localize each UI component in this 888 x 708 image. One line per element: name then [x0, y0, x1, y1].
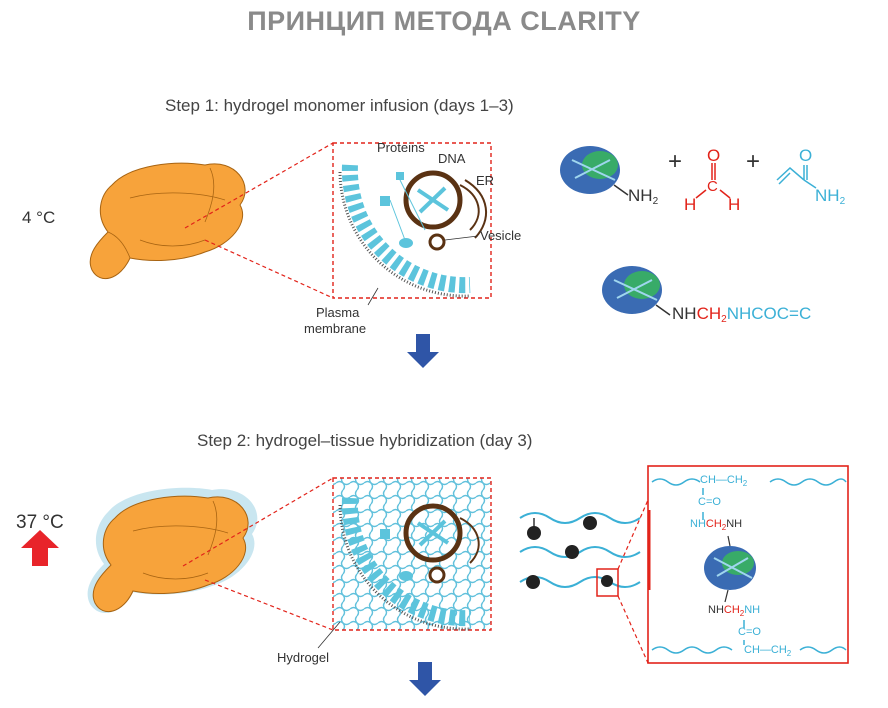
- plus-sign: +: [668, 148, 683, 175]
- protein-icon: [704, 546, 756, 590]
- detail-top-chain: CH—CH2: [700, 474, 748, 488]
- protein-icon: [602, 266, 662, 314]
- brain-step2: [87, 487, 258, 614]
- label-vesicle: Vesicle: [480, 228, 522, 243]
- label-membrane: membrane: [304, 321, 367, 336]
- up-arrow-icon: [21, 530, 59, 566]
- step2-temperature: 37 °C: [16, 512, 64, 533]
- down-arrow-icon: [407, 334, 439, 368]
- cell-section-step1: [338, 164, 488, 298]
- down-arrow-icon: [409, 662, 441, 696]
- detail-top-carbonyl: C=O: [698, 496, 721, 508]
- label-hydrogel: Hydrogel: [277, 650, 330, 665]
- page-title: ПРИНЦИП МЕТОДА CLARITY: [247, 6, 641, 36]
- detail-bottom-carbonyl: C=O: [738, 626, 761, 638]
- detail-bottom-link: NHCH2NH: [708, 604, 761, 618]
- brain-step1: [89, 162, 246, 280]
- formaldehyde-h: H: [684, 195, 697, 214]
- acrylamide-o: O: [799, 146, 813, 165]
- protein-amine: NH2: [628, 186, 659, 207]
- step2-label: Step 2: hydrogel–tissue hybridization (d…: [197, 431, 533, 450]
- protein-icon: [560, 146, 620, 194]
- formaldehyde-h: H: [728, 195, 741, 214]
- detail-top-link: NHCH2NH: [690, 518, 743, 532]
- cell-section-step2: [338, 497, 480, 631]
- step1-temperature: 4 °C: [22, 208, 56, 227]
- detail-bottom-chain: CH—CH2: [744, 644, 792, 658]
- formaldehyde-c: C: [707, 178, 718, 195]
- step1-label: Step 1: hydrogel monomer infusion (days …: [165, 96, 514, 115]
- plus-sign: +: [746, 148, 761, 175]
- acrylamide-amine: NH2: [815, 186, 846, 207]
- formaldehyde-o: O: [707, 146, 721, 165]
- hydrogel-chains: [519, 512, 641, 597]
- label-proteins: Proteins: [377, 140, 425, 155]
- reaction-product: NHCH2NHCOC=C: [672, 304, 812, 325]
- label-dna: DNA: [438, 151, 466, 166]
- label-plasma: Plasma: [316, 305, 360, 320]
- label-er: ER: [476, 173, 495, 188]
- zoom-lines-step1: [184, 142, 492, 299]
